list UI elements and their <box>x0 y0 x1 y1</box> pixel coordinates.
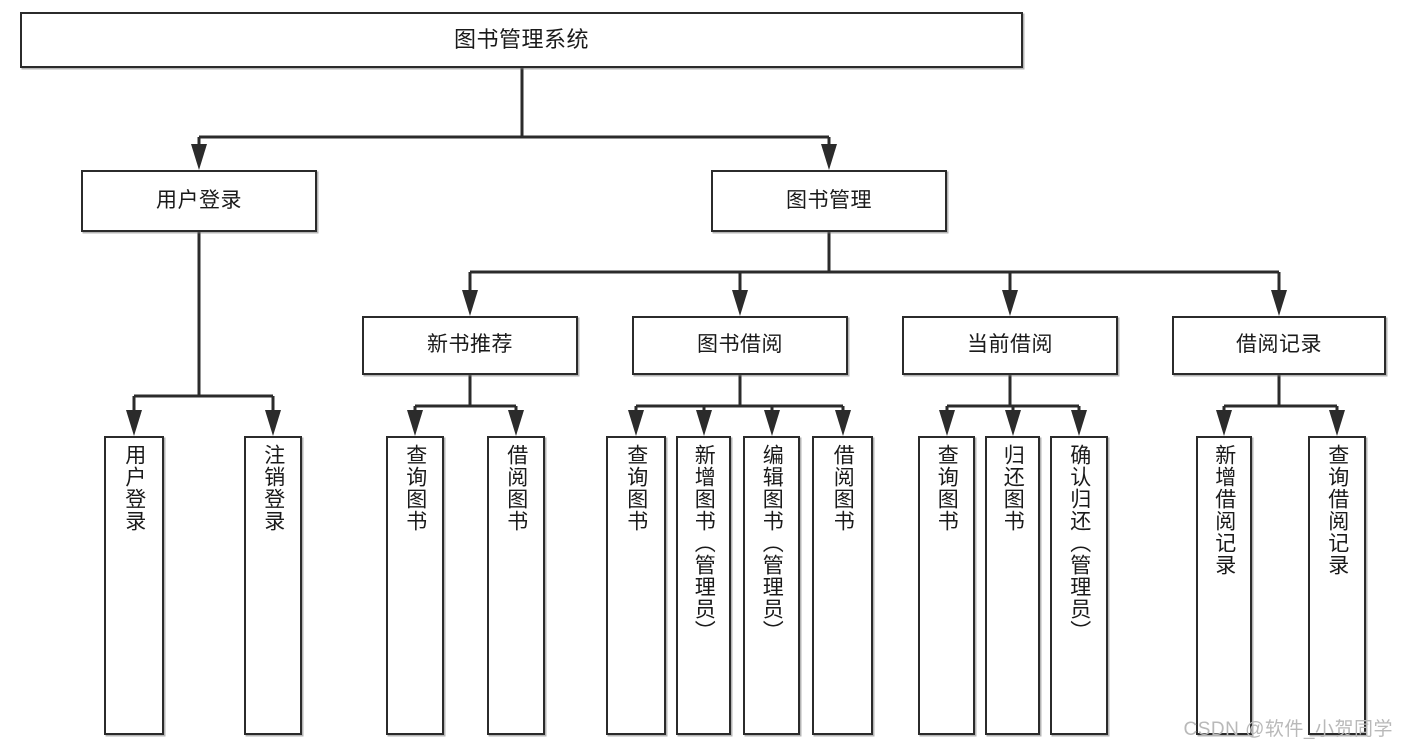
node-leaf-borrow-query: 查询图书 <box>606 436 666 735</box>
node-label-bookmgmt: 图书管理 <box>786 188 872 212</box>
arrowhead-bookmgmt <box>821 144 837 170</box>
arrowhead-leaf-cur-return <box>1005 410 1021 436</box>
arrowhead-leaf-borrow-add <box>696 410 712 436</box>
node-leaf-borrow-do: 借阅图书 <box>812 436 873 735</box>
arrowhead-leaf-borrow-query <box>628 410 644 436</box>
node-leaf-new-borrow: 借阅图书 <box>487 436 545 735</box>
node-borrow: 图书借阅 <box>632 316 848 375</box>
node-label-leaf-user-logout: 注销登录 <box>261 444 285 532</box>
arrowhead-borrow <box>732 290 748 316</box>
node-label-leaf-borrow-edit: 编辑图书（管理员） <box>760 444 784 642</box>
node-label-root: 图书管理系统 <box>453 27 589 53</box>
node-leaf-user-login: 用户登录 <box>104 436 164 735</box>
arrowhead-newbook <box>462 290 478 316</box>
node-records: 借阅记录 <box>1172 316 1386 375</box>
arrowhead-leaf-borrow-edit <box>764 410 780 436</box>
node-label-leaf-borrow-add: 新增图书（管理员） <box>692 444 716 642</box>
node-leaf-borrow-add: 新增图书（管理员） <box>676 436 731 735</box>
node-leaf-user-logout: 注销登录 <box>244 436 302 735</box>
arrowhead-leaf-rec-query <box>1329 410 1345 436</box>
csdn-watermark: CSDN @软件_小贺同学 <box>1183 719 1393 740</box>
node-label-leaf-cur-confirm: 确认归还（管理员） <box>1067 444 1091 642</box>
node-leaf-rec-add: 新增借阅记录 <box>1196 436 1252 735</box>
node-leaf-rec-query: 查询借阅记录 <box>1308 436 1366 735</box>
arrowhead-leaf-new-borrow <box>508 410 524 436</box>
node-label-leaf-borrow-query: 查询图书 <box>624 444 648 532</box>
node-leaf-borrow-edit: 编辑图书（管理员） <box>743 436 800 735</box>
node-label-leaf-borrow-do: 借阅图书 <box>831 444 855 532</box>
arrowhead-leaf-user-logout <box>265 410 281 436</box>
arrowhead-records <box>1271 290 1287 316</box>
node-label-leaf-cur-query: 查询图书 <box>935 444 959 532</box>
node-newbook: 新书推荐 <box>362 316 578 375</box>
arrowhead-leaf-rec-add <box>1216 410 1232 436</box>
node-label-borrow: 图书借阅 <box>697 333 783 357</box>
node-label-leaf-new-borrow: 借阅图书 <box>504 444 528 532</box>
arrowhead-leaf-borrow-do <box>835 410 851 436</box>
node-label-leaf-rec-add: 新增借阅记录 <box>1212 444 1236 576</box>
arrowhead-leaf-cur-confirm <box>1071 410 1087 436</box>
node-label-leaf-new-query: 查询图书 <box>403 444 427 532</box>
node-label-records: 借阅记录 <box>1236 333 1322 357</box>
node-leaf-new-query: 查询图书 <box>386 436 444 735</box>
arrowhead-login <box>191 144 207 170</box>
node-label-newbook: 新书推荐 <box>427 333 513 357</box>
node-leaf-cur-confirm: 确认归还（管理员） <box>1050 436 1108 735</box>
node-leaf-cur-return: 归还图书 <box>985 436 1040 735</box>
arrowhead-leaf-new-query <box>407 410 423 436</box>
arrowhead-leaf-cur-query <box>939 410 955 436</box>
node-current: 当前借阅 <box>902 316 1118 375</box>
node-login: 用户登录 <box>81 170 317 232</box>
node-label-login: 用户登录 <box>156 188 242 212</box>
node-label-leaf-user-login: 用户登录 <box>122 444 146 532</box>
node-label-leaf-cur-return: 归还图书 <box>1001 444 1025 532</box>
node-leaf-cur-query: 查询图书 <box>918 436 975 735</box>
node-label-leaf-rec-query: 查询借阅记录 <box>1325 444 1349 576</box>
arrowhead-leaf-user-login <box>126 410 142 436</box>
node-label-current: 当前借阅 <box>967 333 1053 357</box>
node-bookmgmt: 图书管理 <box>711 170 947 232</box>
node-root: 图书管理系统 <box>20 12 1023 68</box>
arrowhead-current <box>1002 290 1018 316</box>
